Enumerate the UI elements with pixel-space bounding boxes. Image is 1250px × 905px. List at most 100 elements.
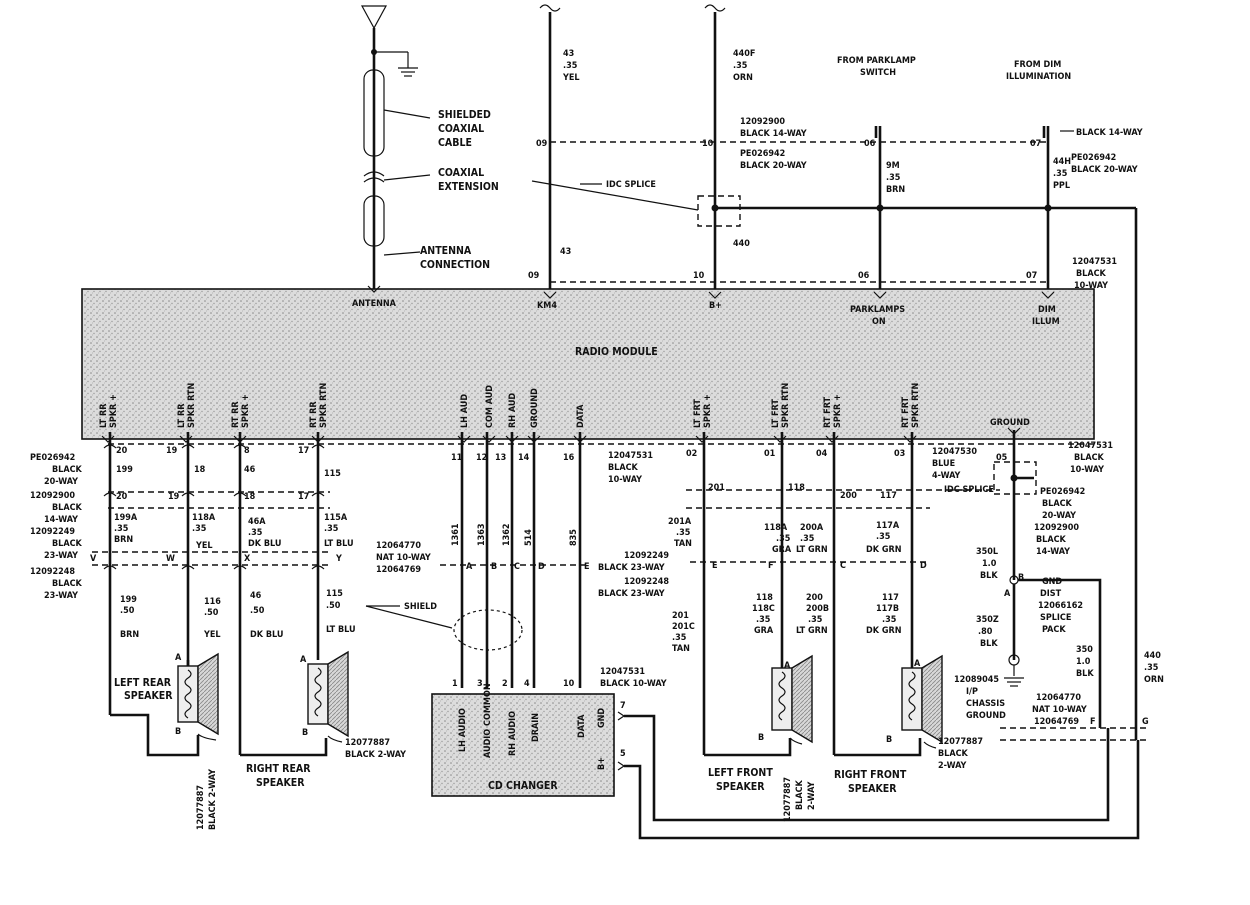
wire-350-color: BLK: [1076, 669, 1094, 679]
shielded-cable-label-1: SHIELDED: [438, 109, 491, 121]
ground-conn-a-2: BLACK: [1074, 453, 1105, 463]
term-parklamps-on: ON: [872, 317, 886, 327]
svg-text:YEL: YEL: [562, 73, 580, 83]
wire-117-front-number: 117: [882, 593, 899, 603]
svg-text:COAXIAL: COAXIAL: [438, 123, 484, 135]
lr-speaker-pin-a: A: [175, 653, 182, 663]
conn-12092248-front-2: BLACK 23-WAY: [598, 589, 665, 599]
conn-12047531-audio-3: 10-WAY: [608, 475, 642, 485]
ground-conn-a-1: 12047531: [1068, 441, 1113, 451]
svg-text:DK BLU: DK BLU: [250, 630, 283, 640]
wire-117-front-gauge: .35: [882, 615, 897, 625]
wire-201a-number: 201A: [668, 517, 692, 527]
svg-text:12047530: 12047530: [932, 447, 977, 457]
svg-text:350L: 350L: [976, 547, 998, 557]
wire-118-front-alt: 118C: [752, 604, 775, 614]
svg-text:SPEAKER: SPEAKER: [848, 783, 897, 795]
svg-text:PACK: PACK: [1042, 625, 1066, 635]
wire-440f-color: ORN: [733, 73, 753, 83]
pin-01: 01: [764, 449, 776, 459]
conn-12047531-audio-1: 12047531: [608, 451, 653, 461]
ground-splice-2: DIST: [1040, 589, 1062, 599]
svg-text:CABLE: CABLE: [438, 137, 472, 149]
lr-speaker-part-1: 12077887: [196, 785, 206, 830]
svg-text:12092248: 12092248: [624, 577, 669, 587]
term-ground-right: GROUND: [990, 418, 1030, 428]
svg-text:.80: .80: [978, 627, 993, 637]
conn-blue-2: BLUE: [932, 459, 955, 469]
svg-text:350: 350: [1076, 645, 1093, 655]
wire-200-mid: 200: [840, 491, 857, 501]
rr-speaker-pin-b: B: [302, 728, 308, 738]
pin-09-bottom: 09: [528, 271, 540, 281]
pin-4-cd: 4: [524, 679, 530, 689]
lf-speaker-part-3: 2-WAY: [807, 781, 817, 810]
pin-b-audio: B: [491, 562, 497, 572]
parklamp-source-2: SWITCH: [860, 68, 896, 78]
svg-text:117: 117: [882, 593, 899, 603]
conn-12047531-audio-2: BLACK: [608, 463, 639, 473]
svg-text:.35: .35: [672, 633, 687, 643]
svg-text:.35: .35: [676, 528, 691, 538]
cd-term-gnd: GND: [597, 708, 607, 728]
svg-text:2-WAY: 2-WAY: [938, 761, 967, 771]
term-illum: ILLUM: [1032, 317, 1060, 327]
svg-text:201A: 201A: [668, 517, 692, 527]
chassis-ground-1: 12089045: [954, 675, 999, 685]
wire-118a-front-color: GRA: [772, 545, 792, 555]
wire-118-front-color: GRA: [754, 626, 774, 636]
parklamp-source-1: FROM PARKLAMP: [837, 56, 916, 66]
wire-116-color: YEL: [203, 630, 221, 640]
svg-text:117A: 117A: [876, 521, 900, 531]
ground-nat-3: 12064769: [1034, 717, 1079, 727]
svg-text:440F: 440F: [733, 49, 755, 59]
rear-speaker-wiring: PE026942 BLACK 20-WAY 12092900 BLACK 14-…: [30, 432, 1094, 757]
conn-12092900-number: 12092900: [740, 117, 785, 127]
idc-splice-front-label: IDC SPLICE: [944, 485, 994, 495]
svg-text:SWITCH: SWITCH: [860, 68, 896, 78]
svg-text:117B: 117B: [876, 604, 899, 614]
svg-text:12047531: 12047531: [600, 667, 645, 677]
pin-12: 12: [476, 453, 487, 463]
svg-text:2-WAY: 2-WAY: [807, 781, 817, 810]
svg-text:.35: .35: [114, 524, 129, 534]
wire-200a-number: 200A: [800, 523, 824, 533]
pin-10-top: 10: [702, 139, 714, 149]
svg-text:GRA: GRA: [772, 545, 792, 555]
svg-text:CHASSIS: CHASSIS: [966, 699, 1005, 709]
pin-1-cd: 1: [452, 679, 458, 689]
svg-text:BLACK: BLACK: [1042, 499, 1073, 509]
wire-200-front-gauge: .35: [808, 615, 823, 625]
wire-43-number: 43: [563, 49, 574, 59]
wire-199-gauge: .50: [120, 606, 135, 616]
svg-text:12092900: 12092900: [1034, 523, 1079, 533]
cd-term-audio-common: AUDIO COMMON: [483, 683, 493, 758]
shield-label: SHIELD: [404, 602, 437, 612]
ground-nat-1: 12064770: [1036, 693, 1081, 703]
conn-12047531-cd-1: 12047531: [600, 667, 645, 677]
speaker-icon: [307, 650, 349, 738]
chassis-ground-4: GROUND: [966, 711, 1006, 721]
wire-200a-gauge: .35: [800, 534, 815, 544]
conn-12064770-audio-2: NAT 10-WAY: [376, 553, 431, 563]
lf-speaker-pin-b: B: [758, 733, 764, 743]
svg-text:10-WAY: 10-WAY: [1074, 281, 1108, 291]
conn-12092248-left-3: 23-WAY: [44, 591, 78, 601]
pin-3-cd: 3: [477, 679, 483, 689]
svg-text:BRN: BRN: [114, 535, 133, 545]
wire-201-mid: 201: [708, 483, 725, 493]
ground-splice-4: SPLICE: [1040, 613, 1071, 623]
wire-118a-number: 118A: [192, 513, 216, 523]
svg-text:RIGHT REAR: RIGHT REAR: [246, 763, 311, 775]
conn-blue-1: 12047530: [932, 447, 977, 457]
rf-speaker-part-1: 12077887: [938, 737, 983, 747]
wire-46a-number: 46A: [248, 517, 266, 527]
antenna: SHIELDED COAXIAL CABLE COAXIAL EXTENSION…: [360, 5, 499, 290]
wire-199a-gauge: .35: [114, 524, 129, 534]
svg-text:118C: 118C: [752, 604, 775, 614]
module-term-12-line-1: SPKR RTN: [911, 383, 921, 428]
svg-text:.35: .35: [192, 524, 207, 534]
module-term-4-line-0: LH AUD: [460, 394, 470, 428]
svg-text:44H: 44H: [1053, 157, 1071, 167]
svg-text:350Z: 350Z: [976, 615, 999, 625]
